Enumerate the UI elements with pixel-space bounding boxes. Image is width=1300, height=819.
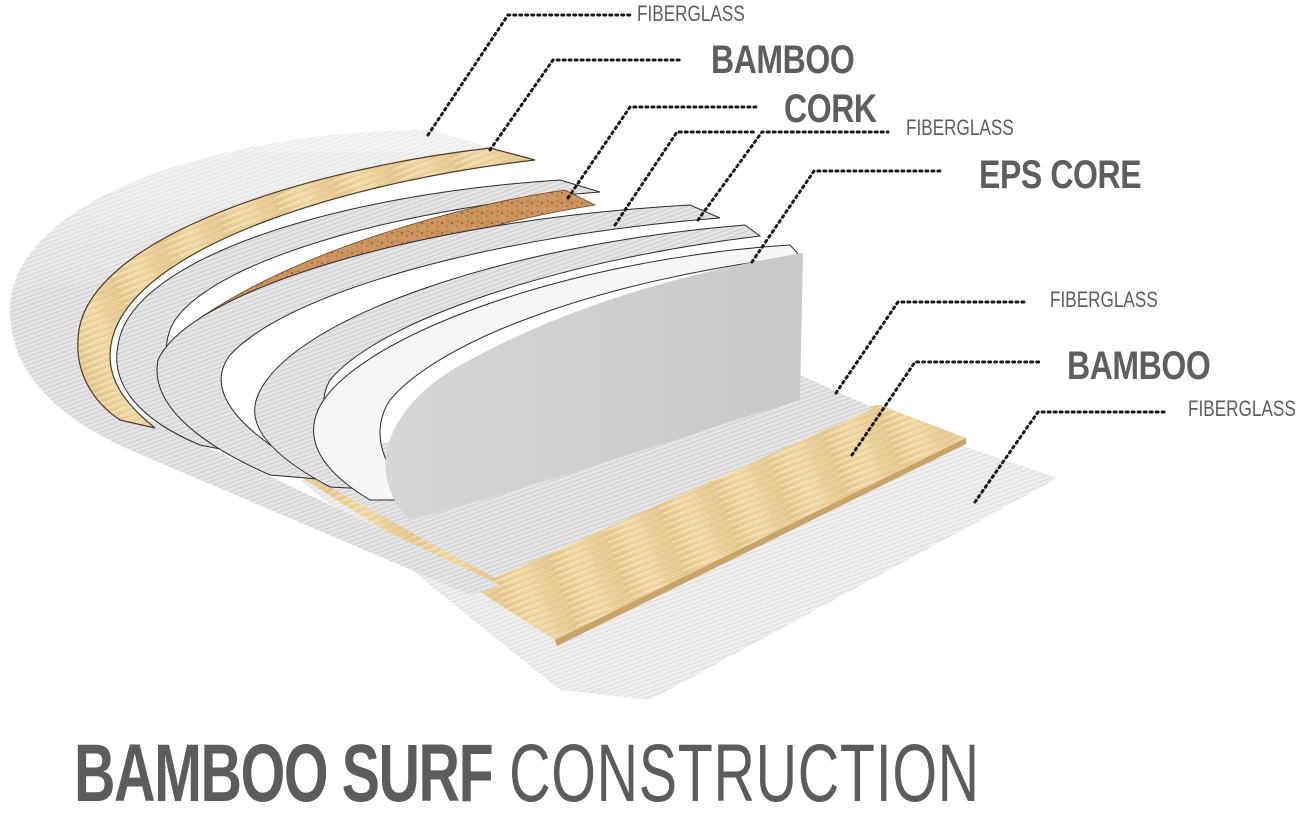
callout-line-cork <box>566 105 759 200</box>
layer-lower-fiberglass <box>280 375 874 578</box>
layer-fiberglass-3 <box>156 204 721 481</box>
callout-line-bamboo-1 <box>488 58 682 152</box>
layer-eps-wrap <box>313 244 802 501</box>
bamboo-edge <box>555 438 966 646</box>
layer-fiberglass-4 <box>254 224 762 491</box>
label-cork: CORK <box>784 87 877 131</box>
label-fiberglass-top: FIBERGLASS <box>637 1 745 26</box>
label-bamboo-bottom: BAMBOO <box>1067 344 1211 388</box>
label-fiberglass-middle: FIBERGLASS <box>906 115 1014 140</box>
title-bold: BAMBOO SURF <box>74 728 494 819</box>
title-thin: CONSTRUCTION <box>509 728 980 819</box>
label-fiberglass-bottom: FIBERGLASS <box>1188 396 1296 421</box>
callout-line-bamboo-2 <box>850 360 1044 457</box>
callout-lines <box>426 13 1169 504</box>
callout-line-fiberglass-4 <box>834 300 1027 395</box>
callout-line-fiberglass-5 <box>973 410 1169 504</box>
callout-line-fiberglass-1 <box>426 13 632 137</box>
callout-line-fiberglass-3 <box>696 130 890 222</box>
layer-fiberglass-2 <box>116 179 601 456</box>
callout-line-eps-core <box>750 169 942 264</box>
callout-line-fiberglass-2 <box>613 130 757 227</box>
label-eps-core: EPS CORE <box>979 153 1142 197</box>
layer-top-bamboo <box>77 147 536 429</box>
label-bamboo-top: BAMBOO <box>711 38 855 82</box>
layer-eps-core <box>385 253 803 520</box>
label-fiberglass-lower: FIBERGLASS <box>1050 287 1158 312</box>
